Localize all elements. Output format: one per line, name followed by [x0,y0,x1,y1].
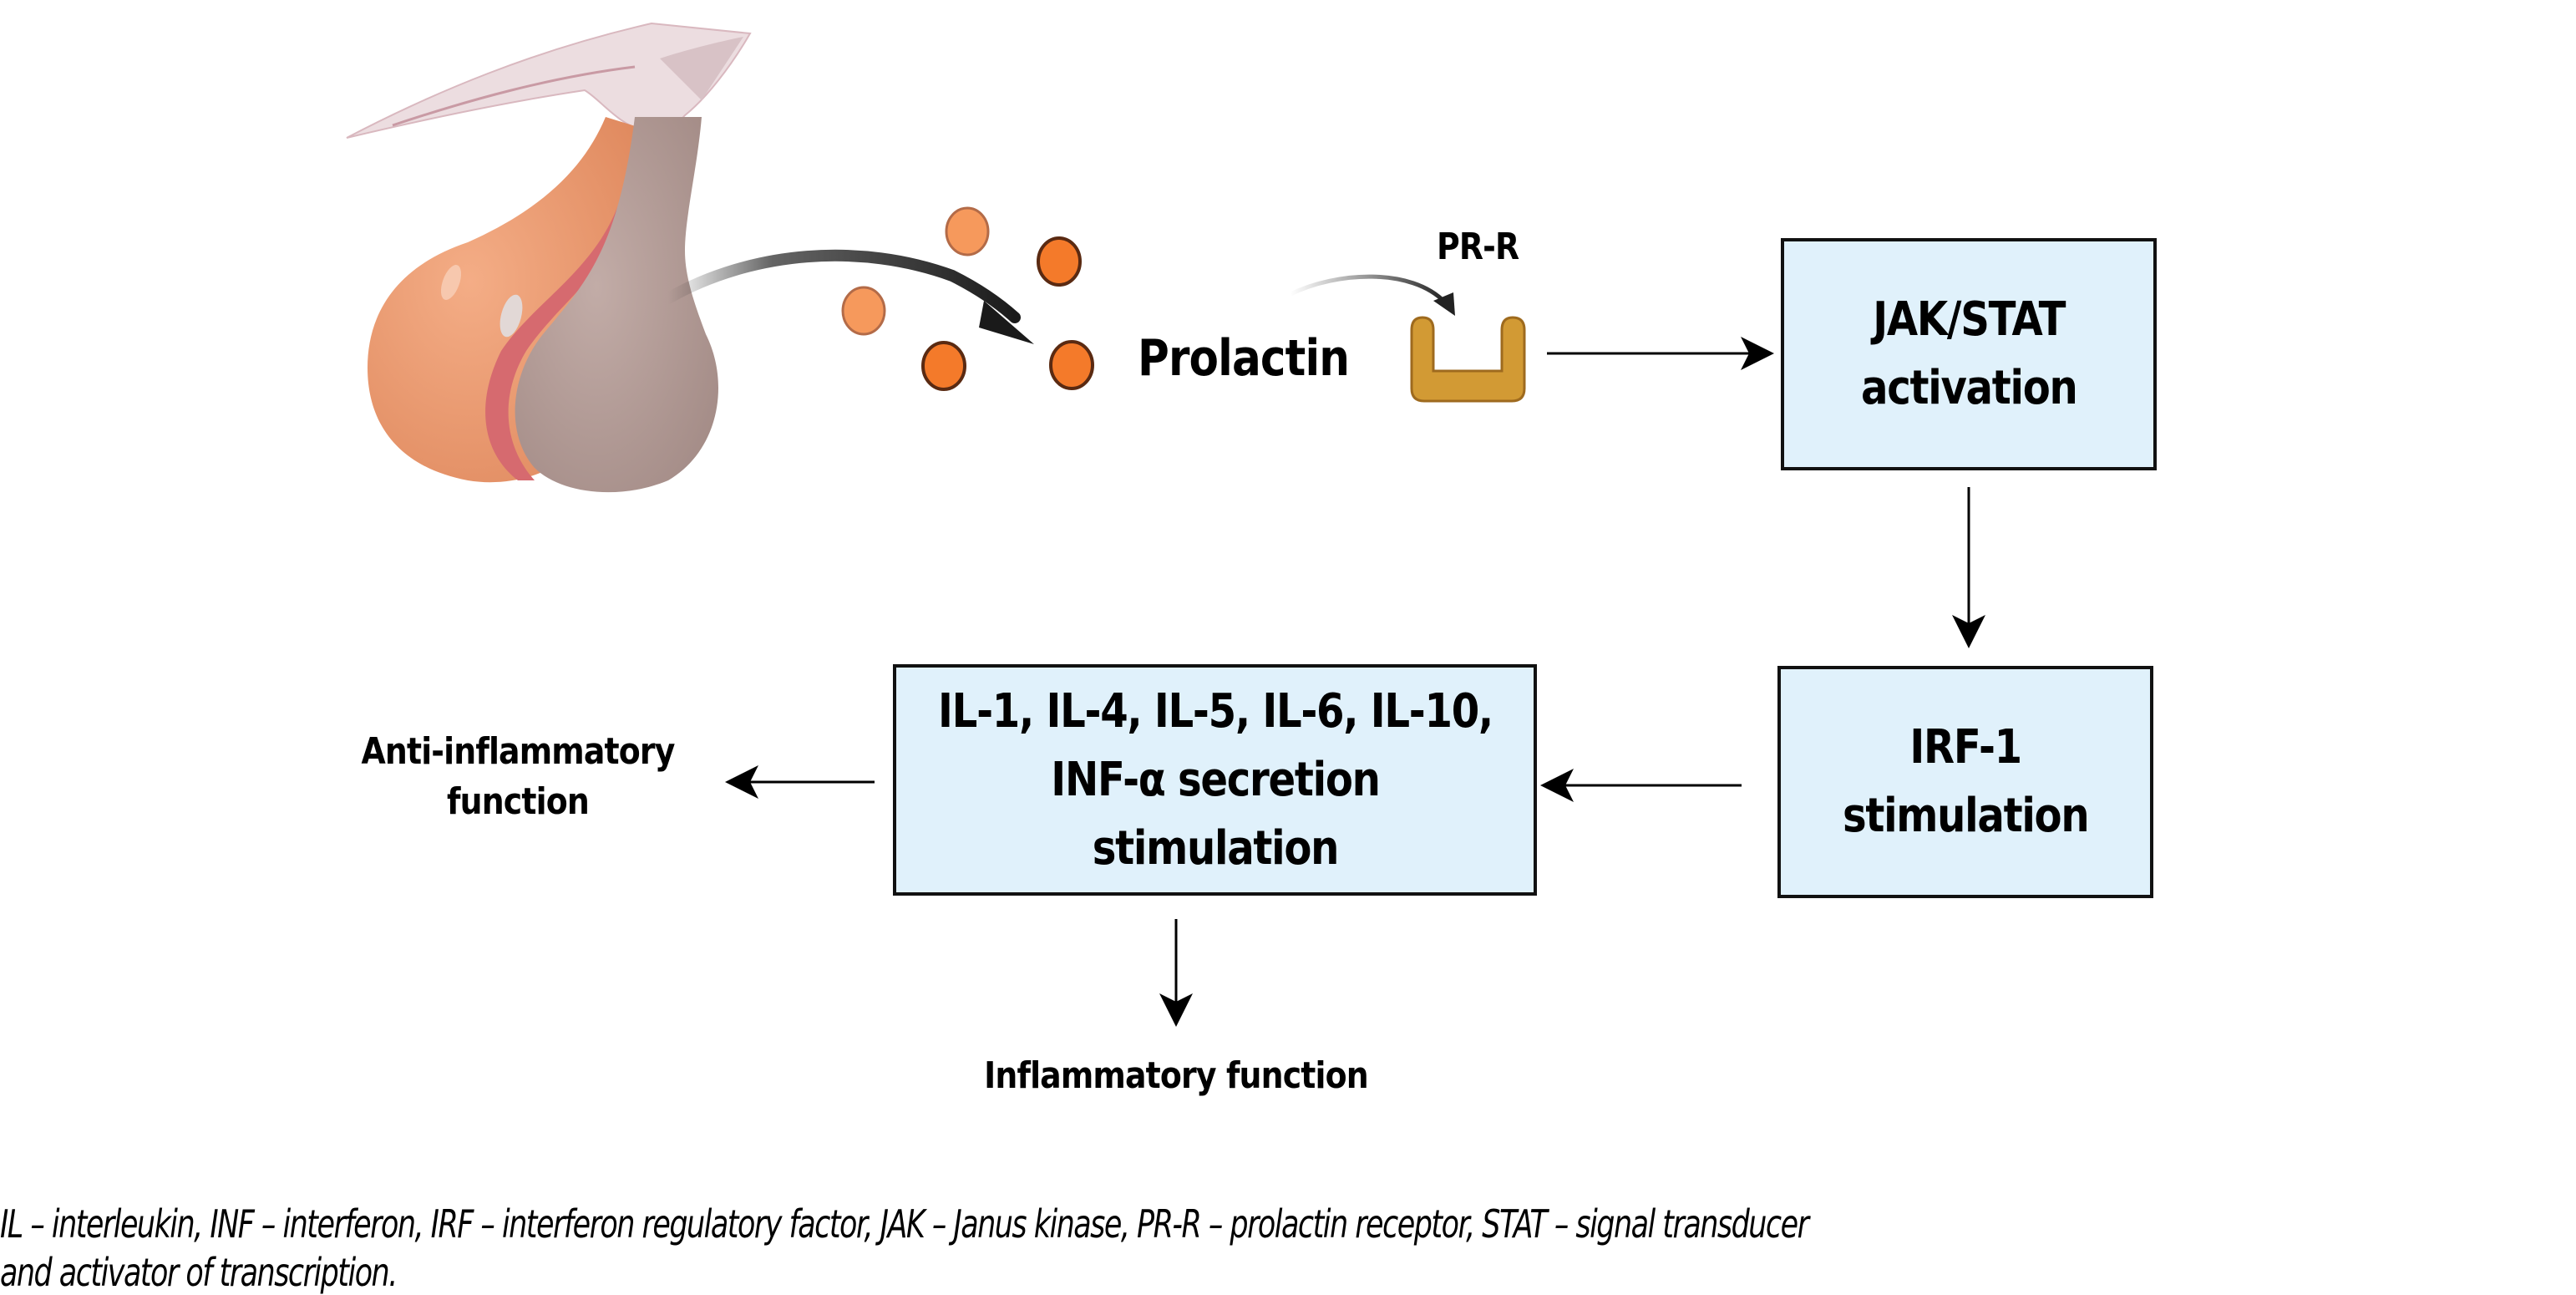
prolactin-molecule [921,341,966,391]
irf1-stimulation-box: IRF-1 stimulation [1777,666,2153,898]
jak-stat-activation-box: JAK/STAT activation [1781,238,2157,470]
figure-caption-line-1: IL – interleukin, INF – interferon, IRF … [0,1201,1809,1247]
prolactin-molecule [841,286,886,336]
prolactin-molecule [945,206,990,256]
anti-inflammatory-label: Anti-inflammatory function [360,727,676,827]
pituitary-gland-illustration [346,22,752,493]
binding-arrow [1289,274,1447,304]
anti-inflammatory-line-1: Anti-inflammatory [361,730,675,773]
posterior-lobe [515,117,718,493]
secretion-arrow [662,249,1021,323]
jak-stat-line-1: JAK/STAT [1873,292,2066,347]
irf1-line-2: stimulation [1842,789,2090,843]
cytokine-line-3: stimulation [1092,820,1339,876]
prolactin-molecule [1049,340,1094,390]
prolactin-molecules [841,206,1094,391]
prolactin-receptor-icon [1410,316,1526,403]
binding-arrowhead [1433,292,1455,316]
figure-caption-line-2: and activator of transcription. [0,1250,398,1295]
jak-stat-line-2: activation [1860,361,2078,415]
receptor-label: PR-R [1437,226,1519,268]
cytokine-line-2: INF-α secretion [1050,752,1381,807]
prolactin-label: Prolactin [1138,329,1350,388]
inflammatory-label: Inflammatory function [984,1054,1369,1097]
anti-inflammatory-line-2: function [447,780,590,823]
irf1-line-1: IRF-1 [1909,720,2022,774]
secretion-arrowhead [979,301,1034,344]
cytokine-secretion-box: IL-1, IL-4, IL-5, IL-6, IL-10, INF-α sec… [893,664,1537,896]
cytokine-line-1: IL-1, IL-4, IL-5, IL-6, IL-10, [937,683,1493,739]
prolactin-molecule [1037,236,1082,287]
